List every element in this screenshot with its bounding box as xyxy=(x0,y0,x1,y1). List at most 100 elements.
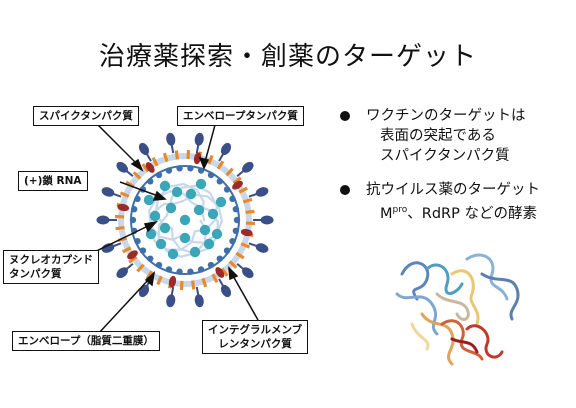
bullet-vaccine-line3: スパイクタンパク質 xyxy=(380,148,510,164)
bullet-antiviral-line1: 抗ウイルス薬のターゲット xyxy=(366,182,540,198)
nucleocapsid-protein xyxy=(179,214,191,226)
envelope-protein xyxy=(128,255,138,264)
spike-protein xyxy=(260,215,274,225)
nucleocapsid-protein xyxy=(215,196,227,208)
shell-bead xyxy=(232,227,240,235)
shell-bead xyxy=(134,237,141,245)
integral-label-line1: インテグラルメンブ xyxy=(208,324,303,336)
envelope-protein xyxy=(232,176,242,185)
bullet-vaccine: ワクチンのターゲットは 表面の突起である スパイクタンパク質 xyxy=(340,106,570,166)
integral-membrane-protein xyxy=(215,267,225,278)
bullet-list: ワクチンのターゲットは 表面の突起である スパイクタンパク質 抗ウイルス薬のター… xyxy=(340,106,570,238)
shell-bead xyxy=(139,247,147,254)
enzyme-text: 、RdRP などの酵素 xyxy=(407,205,537,222)
nucleocapsid-protein xyxy=(211,228,223,240)
bullet-dot xyxy=(340,111,350,121)
envelope-protein xyxy=(136,263,145,273)
envelope-protein xyxy=(225,167,234,177)
spike-protein xyxy=(116,267,128,279)
envelope-protein xyxy=(151,156,159,167)
lipid-envelope xyxy=(118,153,252,287)
envelope-protein xyxy=(141,163,150,173)
integral-membrane-protein xyxy=(127,250,138,260)
spike-protein xyxy=(101,243,115,253)
bullet-antiviral-line2: Mpro、RdRP などの酵素 xyxy=(366,200,570,224)
integral-membrane-protein xyxy=(240,228,253,237)
nucleocapsid-label: ヌクレオカプシド タンパク質 xyxy=(3,250,99,284)
mpro-sup: pro xyxy=(392,205,408,215)
shell-bead xyxy=(176,165,183,172)
integral-membrane-protein xyxy=(145,162,155,173)
shell-bead xyxy=(134,195,141,203)
spike-protein xyxy=(220,284,232,298)
shell-bead xyxy=(155,171,163,179)
envelope-protein xyxy=(216,160,225,170)
bullet-vaccine-line1: ワクチンのターゲットは xyxy=(366,108,526,124)
shell-bead xyxy=(229,195,236,203)
nucleocapsid-protein xyxy=(159,222,171,234)
integral-membrane-protein xyxy=(193,152,202,165)
nucleocapsid-protein xyxy=(143,194,155,206)
shell-bead xyxy=(229,237,236,245)
shell-bead xyxy=(207,261,215,269)
envelope-protein xyxy=(156,275,163,286)
shell-bead xyxy=(216,255,223,262)
envelope-protein xyxy=(115,225,125,231)
rna-strand xyxy=(148,182,224,258)
shell-bead xyxy=(176,268,183,275)
spike-protein xyxy=(138,142,150,156)
nucleocapsid-protein xyxy=(185,188,197,200)
nucleocapsid-protein xyxy=(203,238,215,250)
shell-bead xyxy=(223,186,231,193)
envelope-protein xyxy=(211,273,219,284)
shell-bead xyxy=(197,266,205,273)
shell-bead xyxy=(165,167,173,174)
spike-protein xyxy=(194,294,204,308)
envelope-protein xyxy=(201,277,208,288)
shell-bead xyxy=(187,268,194,275)
envelope-protein xyxy=(242,197,253,204)
envelope-protein xyxy=(235,251,245,260)
envelope-protein xyxy=(121,246,132,254)
nucleocapsid-protein xyxy=(179,232,191,244)
envelope-protein xyxy=(174,150,180,160)
envelope-protein xyxy=(207,154,214,165)
spike-protein xyxy=(116,161,128,173)
label-pointers xyxy=(81,124,259,335)
nucleocapsid-protein xyxy=(193,204,205,216)
envelope-lipid-label: エンベロープ（脂質二重膜） xyxy=(12,331,160,351)
bullet-vaccine-line2: 表面の突起である xyxy=(380,128,496,144)
nucleocapsid-protein xyxy=(207,208,219,220)
shell-bead xyxy=(129,216,137,224)
spike-protein xyxy=(255,243,269,253)
shell-bead xyxy=(207,171,215,179)
envelope-protein-label: エンベロープタンパク質 xyxy=(177,106,304,126)
envelope-protein xyxy=(245,209,255,215)
spike-protein xyxy=(166,294,176,308)
shell-bead xyxy=(165,266,173,273)
shell-bead xyxy=(155,261,163,269)
spike-protein xyxy=(101,187,115,197)
nucleocapsid-protein xyxy=(165,202,177,214)
nucleocapsid-protein xyxy=(149,210,161,222)
spike-protein xyxy=(242,267,254,279)
rna-label: (+)鎖 RNA xyxy=(18,171,88,191)
shell-bead xyxy=(232,205,240,213)
shell-bead xyxy=(216,178,223,185)
shell-bead xyxy=(223,247,231,254)
spike-protein xyxy=(220,142,232,156)
integral-membrane-protein-label: インテグラルメンブ レンタンパク質 xyxy=(202,320,309,354)
integral-membrane-protein xyxy=(232,180,243,190)
envelope-protein xyxy=(132,171,142,180)
nucleocapsid-label-line1: ヌクレオカプシド xyxy=(9,254,93,266)
bullet-antiviral: 抗ウイルス薬のターゲット Mpro、RdRP などの酵素 xyxy=(340,180,570,224)
envelope-protein xyxy=(220,267,229,277)
shell-bead xyxy=(233,216,241,224)
shell-bead xyxy=(130,205,138,213)
shell-bead xyxy=(147,178,154,185)
envelope-protein xyxy=(119,191,130,198)
nucleocapsid-protein xyxy=(171,186,183,198)
spike-protein-label: スパイクタンパク質 xyxy=(33,106,139,126)
envelope-protein xyxy=(240,242,251,249)
